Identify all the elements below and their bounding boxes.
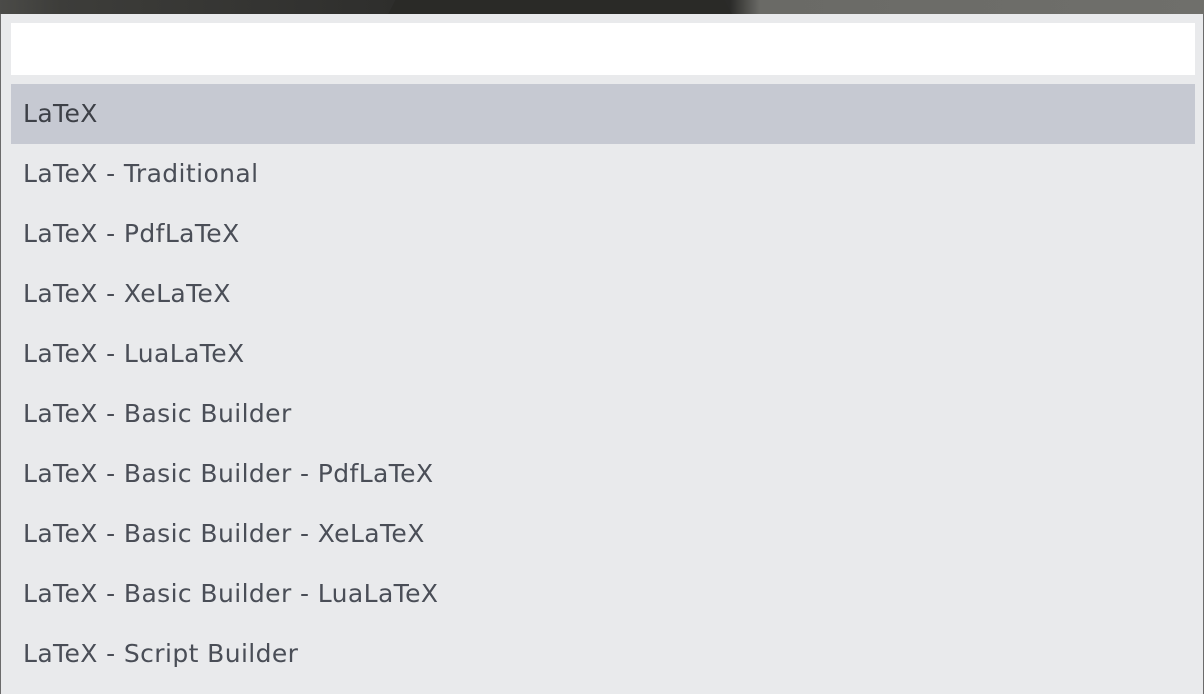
list-item-latex-xelatex[interactable]: LaTeX - XeLaTeX (23, 279, 231, 308)
list-item-latex-basic-builder-lualatex[interactable]: LaTeX - Basic Builder - LuaLaTeX (23, 579, 439, 608)
search-input[interactable] (11, 23, 1195, 75)
list-item-latex[interactable]: LaTeX (11, 84, 1195, 144)
build-system-picker: LaTeX LaTeX - Traditional LaTeX - PdfLaT… (0, 14, 1204, 694)
list-item-latex-traditional[interactable]: LaTeX - Traditional (23, 159, 259, 188)
list-item-latex-basic-builder-pdflatex[interactable]: LaTeX - Basic Builder - PdfLaTeX (23, 459, 434, 488)
search-field[interactable] (11, 23, 1195, 75)
list-item-latex-basic-builder[interactable]: LaTeX - Basic Builder (23, 399, 292, 428)
build-system-list: LaTeX LaTeX - Traditional LaTeX - PdfLaT… (11, 84, 1195, 684)
list-item-latex-lualatex[interactable]: LaTeX - LuaLaTeX (23, 339, 245, 368)
list-item-latex-pdflatex[interactable]: LaTeX - PdfLaTeX (23, 219, 240, 248)
list-item-latex-basic-builder-xelatex[interactable]: LaTeX - Basic Builder - XeLaTeX (23, 519, 425, 548)
list-item-latex-script-builder[interactable]: LaTeX - Script Builder (23, 639, 299, 668)
